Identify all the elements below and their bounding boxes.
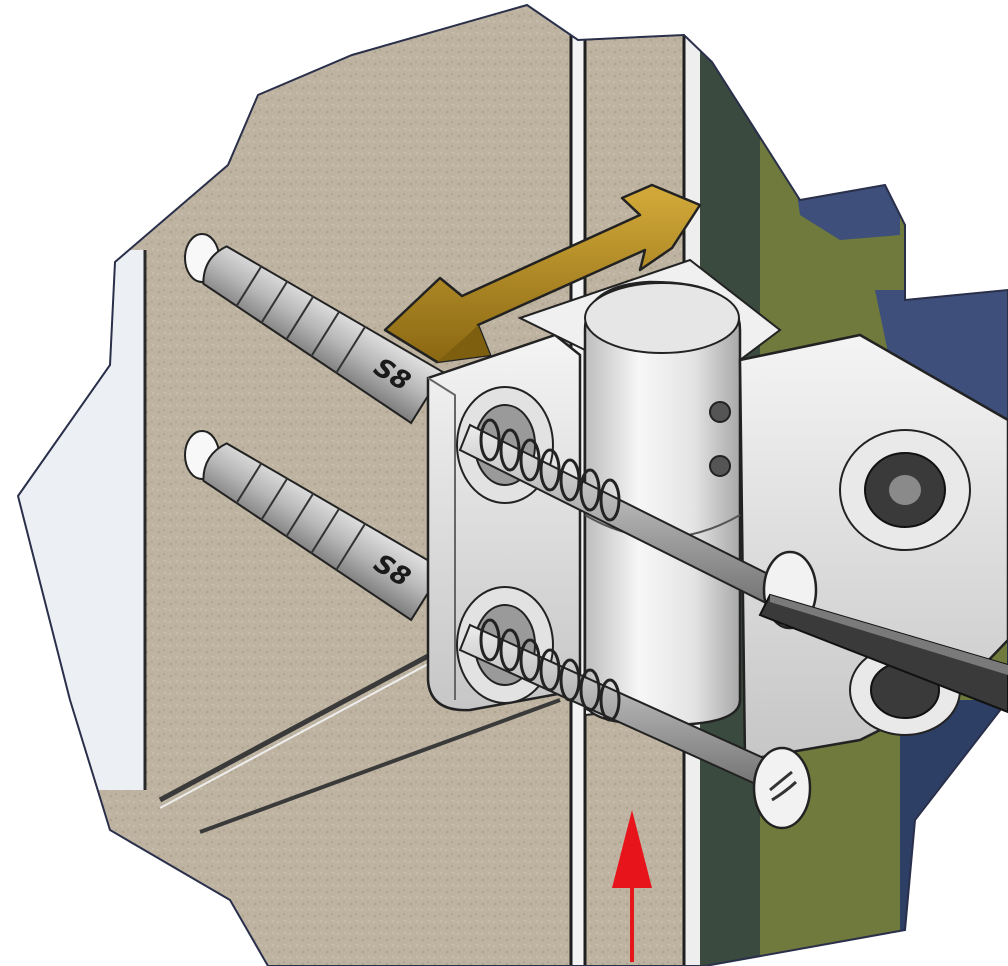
dowel-top xyxy=(202,245,445,425)
dowel-bottom xyxy=(202,442,445,622)
cutaway-outline xyxy=(16,3,1008,966)
screw-bottom xyxy=(458,618,812,830)
tile-joint xyxy=(158,652,432,803)
screw-head-bottom xyxy=(752,746,812,830)
screwdriver xyxy=(758,593,1008,714)
insertion-direction-arrow-icon xyxy=(612,810,652,962)
hinge-barrel xyxy=(517,258,782,727)
adjustment-arrow-icon xyxy=(383,183,702,364)
